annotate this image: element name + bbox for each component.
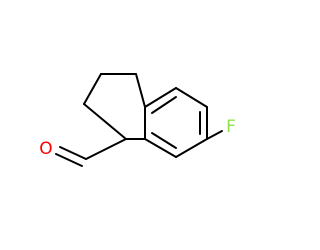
- oxygen-atom-label: O: [39, 139, 52, 159]
- bond-c3-cho-carbon: [85, 138, 127, 160]
- bond-c6-fluorine: [206, 130, 223, 140]
- bond-benzene-c5-c4: [175, 138, 208, 158]
- bond-benzene-c4-c3a: [144, 138, 177, 158]
- fluorine-atom-label: F: [226, 117, 236, 137]
- bond-cho-carbon-oxygen-2: [55, 153, 83, 167]
- bond-ring5-c3a-c3: [83, 103, 127, 140]
- bond-ring5-c1-c7a: [135, 73, 146, 108]
- bond-benzene-inner-1: [151, 96, 177, 114]
- bond-benzene-c7a-c7: [144, 87, 177, 108]
- bond-ring5-c3-c2: [83, 73, 102, 105]
- bond-benzene-inner-3: [151, 132, 177, 149]
- bond-cho-carbon-oxygen-1: [59, 146, 87, 160]
- bond-benzene-c7-c6: [175, 87, 208, 108]
- molecule-structure-canvas: O F: [39, 73, 236, 167]
